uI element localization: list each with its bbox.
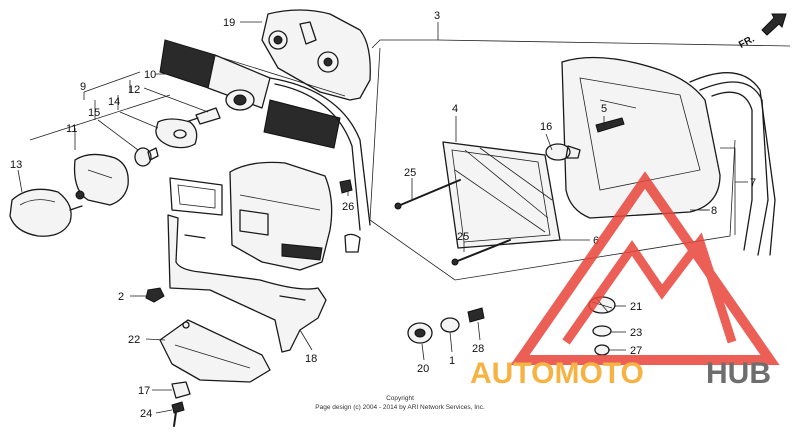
callout-8: 8 [711,205,717,217]
watermark-automoto: AUTOMOTO [470,357,644,390]
callout-13: 13 [10,159,22,171]
part-25-screw-upper [394,179,461,210]
part-22-mud-flap [159,319,271,383]
callout-28: 28 [472,343,484,355]
callout-20: 20 [417,363,429,375]
part-25-screw-lower [451,239,511,266]
callout-4: 4 [452,103,458,115]
watermark-logo: AUTOMOTO HUB [470,171,780,390]
part-12-bulb-socket [185,89,255,125]
callout-27: 27 [630,345,642,357]
callout-15: 15 [88,107,100,119]
part-19-rubber-cover [261,9,371,101]
callout-10: 10 [144,69,156,81]
part-20-grommet [407,322,433,344]
front-arrow-icon [761,13,787,36]
watermark-hub: HUB [706,357,771,390]
callout-17: 17 [138,385,150,397]
part-11-socket [73,153,129,206]
callout-7: 7 [750,177,756,189]
assembly-bracket-lines [29,22,791,281]
part-27-nut [594,344,610,356]
copyright-notice: Copyright Page design (c) 2004 - 2014 by… [315,395,485,411]
part-15-bulb [134,147,159,167]
leader-lines [17,21,708,414]
callout-18: 18 [305,353,317,365]
callout-5: 5 [601,103,607,115]
part-14-gasket [155,118,198,149]
callout-22: 22 [128,334,140,346]
part-2-bolt [145,287,165,303]
wire-harness [269,72,776,256]
callout-16: 16 [540,121,552,133]
callout-labels: 19 3 10 9 12 14 15 11 13 4 5 16 7 8 25 2… [10,10,756,420]
callout-26: 26 [342,201,354,213]
callout-2: 2 [118,291,124,303]
callout-6: 6 [593,235,599,247]
part-23-washer [592,325,612,337]
callout-21: 21 [630,301,642,313]
callout-14: 14 [108,96,120,108]
callout-25-upper: 25 [404,167,416,179]
part-1-collar [440,317,460,333]
callout-19: 19 [223,17,235,29]
callout-12: 12 [128,84,140,96]
part-13-marker-lens [9,188,83,237]
part-7-housing [561,56,721,219]
copyright-line-2: Page design (c) 2004 - 2014 by ARI Netwo… [315,404,485,411]
callout-23: 23 [630,327,642,339]
callout-24: 24 [140,408,152,420]
part-10-reflector [159,39,346,149]
callout-9: 9 [80,81,86,93]
callout-25-lower: 25 [457,231,469,243]
copyright-line-1: Copyright [386,395,414,402]
part-24-bolt [171,401,185,427]
callout-1: 1 [449,355,455,367]
front-arrow-label: FR. [737,34,757,51]
callout-3: 3 [434,10,440,22]
part-5-screw [595,117,625,133]
part-4-tail-lens [442,141,561,249]
part-26-nut [339,179,353,194]
part-17-collar [171,381,191,399]
part-18-license-bracket [167,161,361,353]
callout-11: 11 [66,123,77,135]
part-28-bolt [467,307,485,323]
part-16-bulb [545,143,581,161]
